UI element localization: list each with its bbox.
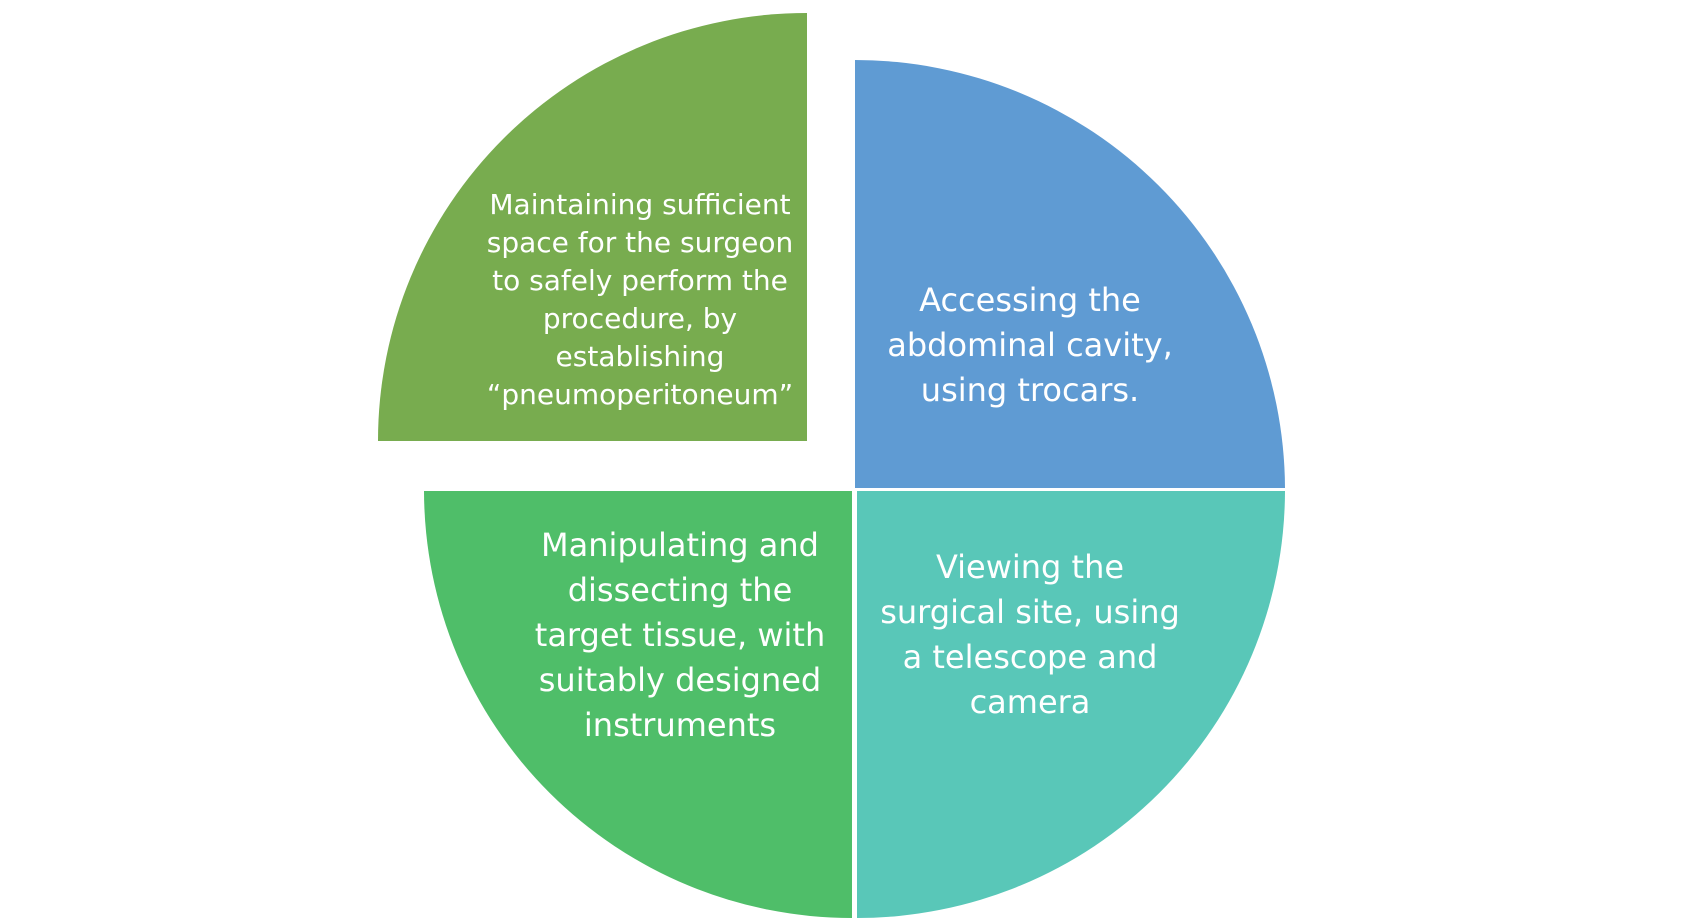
quadrant-bottom-right-label: Viewing the surgical site, using a teles… — [880, 548, 1180, 721]
quadrant-top-right — [855, 59, 1285, 488]
quadrant-top-left — [378, 13, 807, 441]
quadrant-bottom-right — [857, 491, 1285, 918]
quadrant-top-right-label: Accessing the abdominal cavity, using tr… — [887, 280, 1173, 409]
quadrant-bottom-left-label: Manipulating and dissecting the target t… — [534, 525, 826, 744]
quadrant-top-left-label: Maintaining sufficient space for the sur… — [486, 188, 794, 411]
quadrant-bottom-left — [424, 491, 852, 918]
